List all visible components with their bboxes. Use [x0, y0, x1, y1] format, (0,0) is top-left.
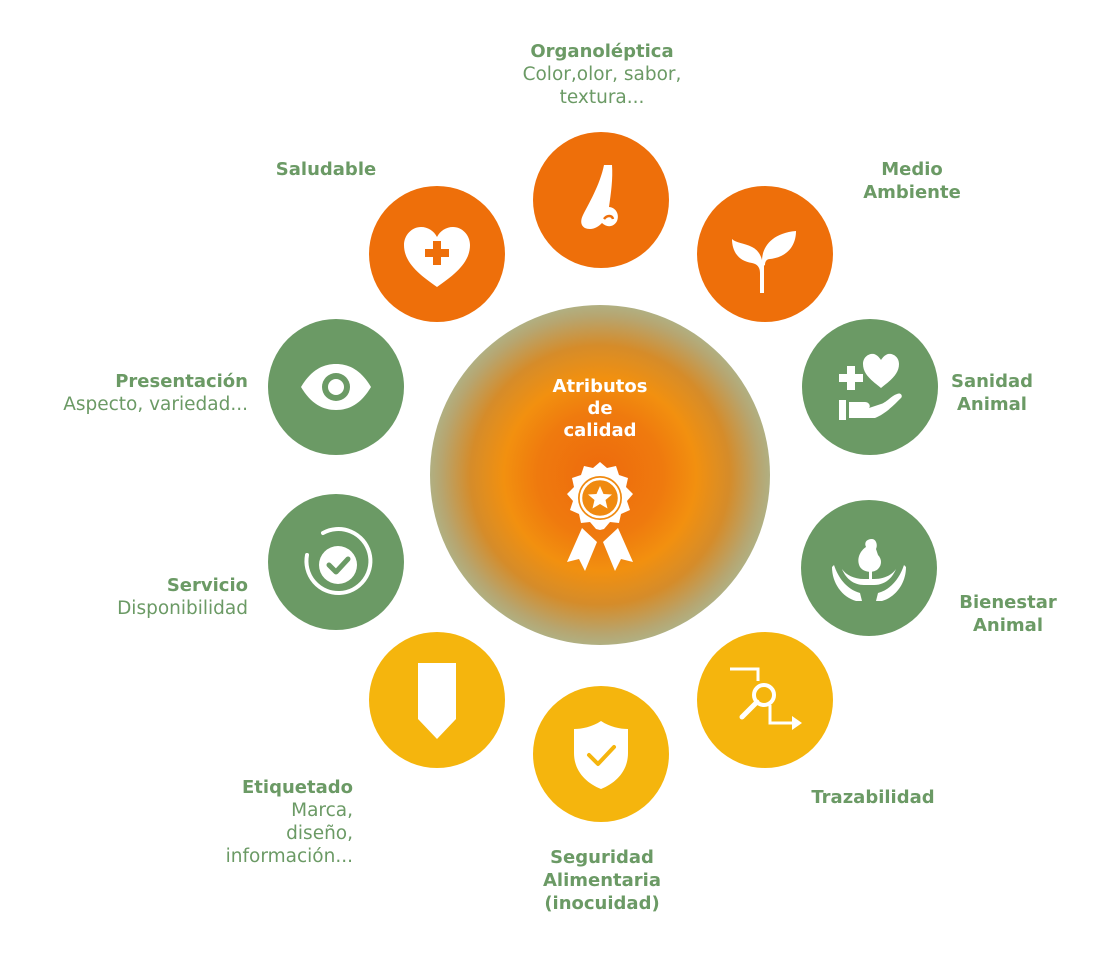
- sprout-icon: [732, 231, 796, 293]
- servicio-label: Servicio Disponibilidad: [117, 575, 248, 619]
- bienestar-animal-label: Bienestar Animal: [959, 592, 1057, 636]
- servicio-circle: [268, 494, 404, 630]
- medio-ambiente-label: Medio Ambiente: [863, 159, 961, 203]
- etiquetado-label: Etiquetado Marca, diseño, información...: [225, 777, 353, 867]
- center-title: Atributos de calidad: [552, 376, 648, 441]
- nose-icon: [581, 165, 618, 229]
- saludable-label: Saludable: [275, 159, 377, 180]
- sanidad-animal-circle: [802, 319, 938, 455]
- tag-icon: [418, 663, 456, 739]
- organoleptica-label: Organoléptica Color,olor, sabor, textura…: [522, 41, 682, 108]
- organoleptica-circle: [533, 132, 669, 268]
- presentacion-label: Presentación Aspecto, variedad...: [63, 371, 248, 415]
- bienestar-animal-circle: [801, 500, 937, 636]
- sanidad-animal-label: Sanidad Animal: [950, 371, 1034, 415]
- trace-search-icon: [730, 667, 802, 730]
- saludable-circle: [369, 186, 505, 322]
- circular-check-icon: [304, 527, 373, 596]
- hands-chicken-icon: [832, 539, 906, 601]
- presentacion-circle: [268, 319, 404, 455]
- award-ribbon-icon: [567, 462, 633, 571]
- heart-plus-icon: [404, 227, 470, 287]
- trazabilidad-circle: [697, 632, 833, 768]
- seguridad-label: Seguridad Alimentaria (inocuidad): [543, 847, 661, 914]
- trazabilidad-label: Trazabilidad: [811, 787, 935, 808]
- etiquetado-circle: [369, 632, 505, 768]
- shield-check-icon: [574, 721, 628, 789]
- health-care-icon: [839, 353, 902, 420]
- medio-ambiente-circle: [697, 186, 833, 322]
- eye-icon: [301, 364, 371, 410]
- seguridad-circle: [533, 686, 669, 822]
